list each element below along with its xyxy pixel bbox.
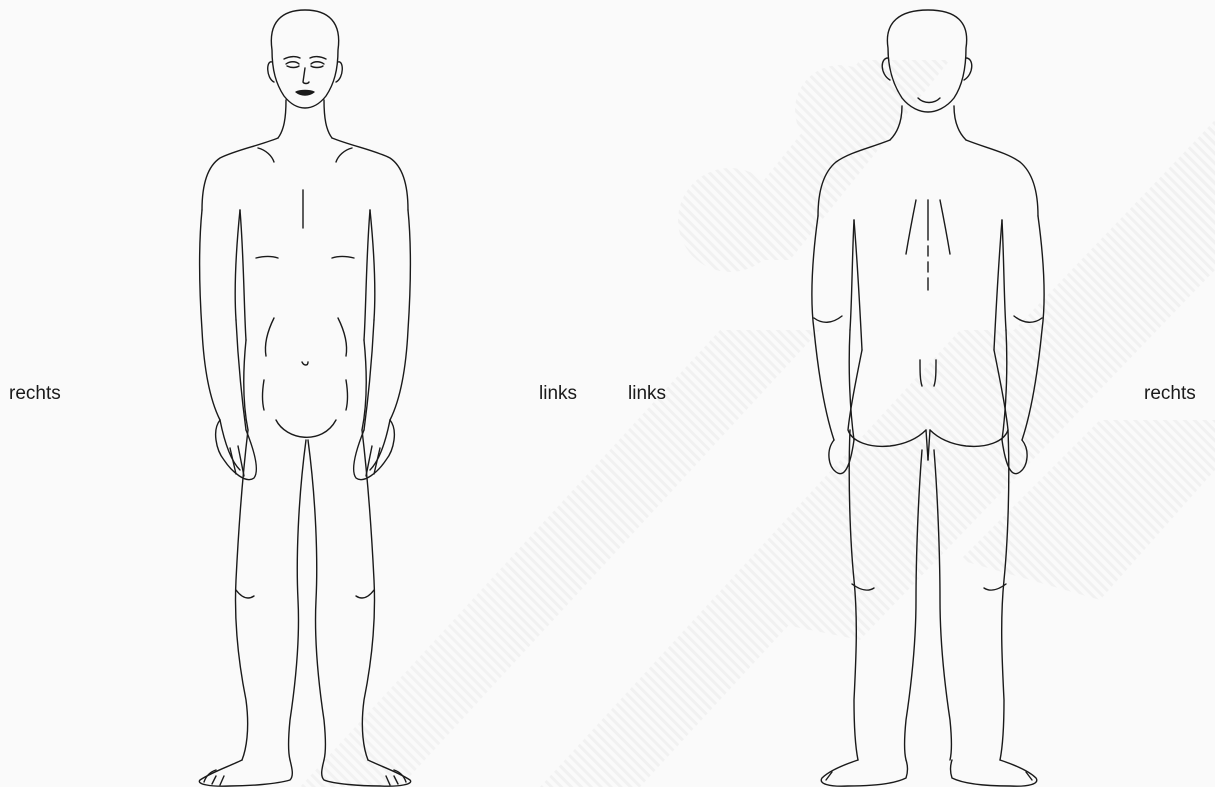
- front-right-side-label: rechts: [9, 384, 61, 403]
- head-outline: [887, 10, 966, 112]
- back-left-side-label: links: [628, 384, 666, 403]
- front-left-side-label: links: [539, 384, 577, 403]
- back-body-figure: [770, 0, 1090, 787]
- front-body-figure: [150, 0, 470, 787]
- back-right-side-label: rechts: [1144, 384, 1196, 403]
